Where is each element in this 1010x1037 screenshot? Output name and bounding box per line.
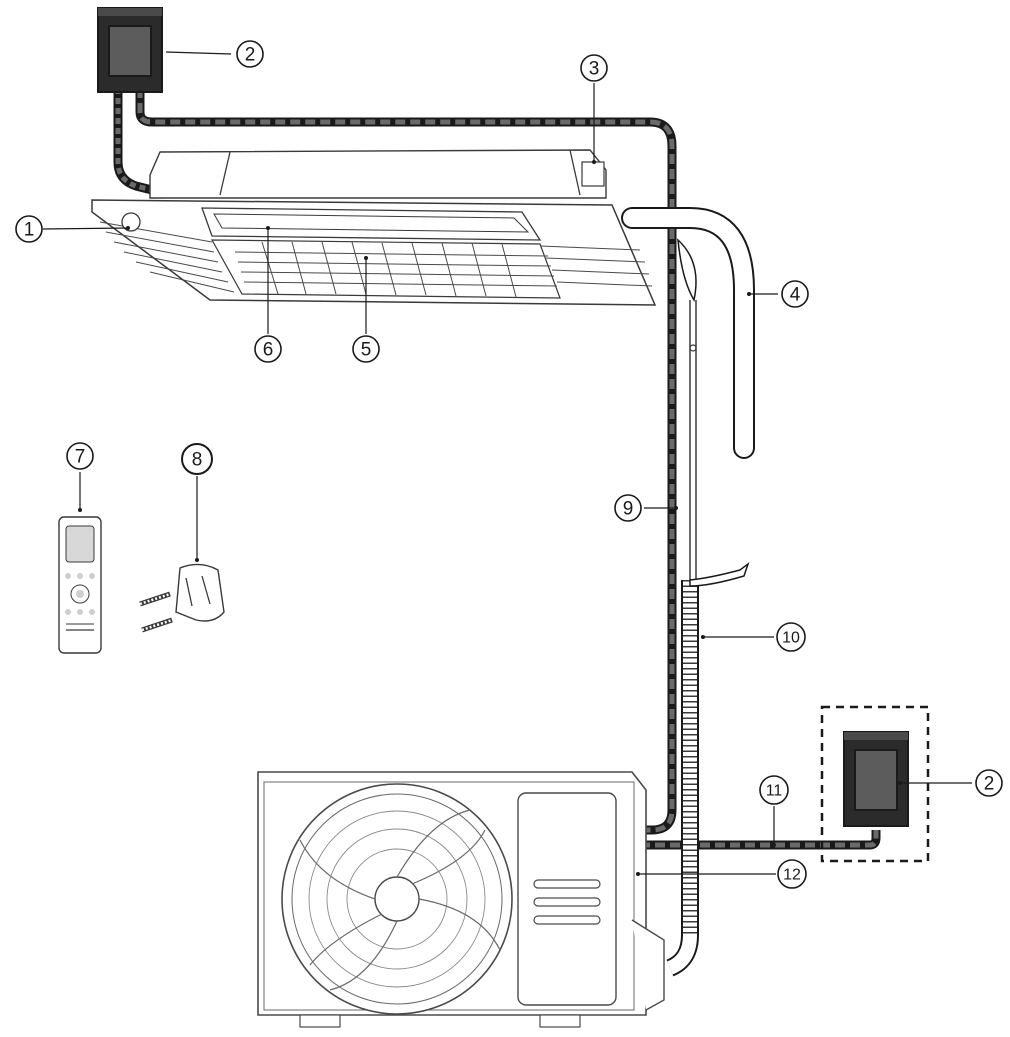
callout-9: 9 <box>614 494 642 522</box>
refrigerant-pipe <box>689 300 697 585</box>
remote-control-icon <box>58 516 102 654</box>
outdoor-power-cable <box>640 830 881 850</box>
callout-9-label: 9 <box>623 499 634 520</box>
callout-8-label: 8 <box>192 450 203 471</box>
leader-lines <box>42 51 972 876</box>
callout-7: 7 <box>66 442 94 470</box>
callout-8: 8 <box>181 443 213 475</box>
callout-11: 11 <box>759 775 789 805</box>
callout-4: 4 <box>781 280 809 308</box>
callout-2-top-label: 2 <box>245 45 256 66</box>
callout-7-label: 7 <box>75 447 86 468</box>
pipe-insulation <box>666 561 750 977</box>
callout-12-label: 12 <box>783 867 801 884</box>
callout-12: 12 <box>777 859 807 889</box>
callout-5: 5 <box>352 335 380 363</box>
air-inlet-grille <box>234 241 558 298</box>
drain-hose-icon <box>621 207 755 459</box>
callout-3: 3 <box>580 54 608 82</box>
callout-11-label: 11 <box>766 783 783 800</box>
indoor-cassette-icon <box>91 149 657 306</box>
callout-2-top: 2 <box>236 40 264 68</box>
callout-3-label: 3 <box>589 59 600 80</box>
callout-1: 1 <box>15 215 43 243</box>
callout-1-label: 1 <box>24 220 35 241</box>
callout-5-label: 5 <box>361 340 372 361</box>
power-cable-indoor <box>113 83 677 835</box>
callout-2-bottom: 2 <box>975 769 1003 797</box>
screw-icon <box>139 591 173 633</box>
callout-6: 6 <box>254 335 282 363</box>
callout-10-label: 10 <box>782 630 800 647</box>
remote-holder-icon <box>175 563 225 622</box>
callout-2-bottom-label: 2 <box>984 774 995 795</box>
callout-6-label: 6 <box>263 340 274 361</box>
outdoor-switch-box-icon <box>820 705 930 863</box>
outdoor-unit-icon <box>257 771 665 1028</box>
callout-4-label: 4 <box>790 285 801 306</box>
callout-10: 10 <box>776 622 806 652</box>
switch-box-icon <box>97 7 163 93</box>
